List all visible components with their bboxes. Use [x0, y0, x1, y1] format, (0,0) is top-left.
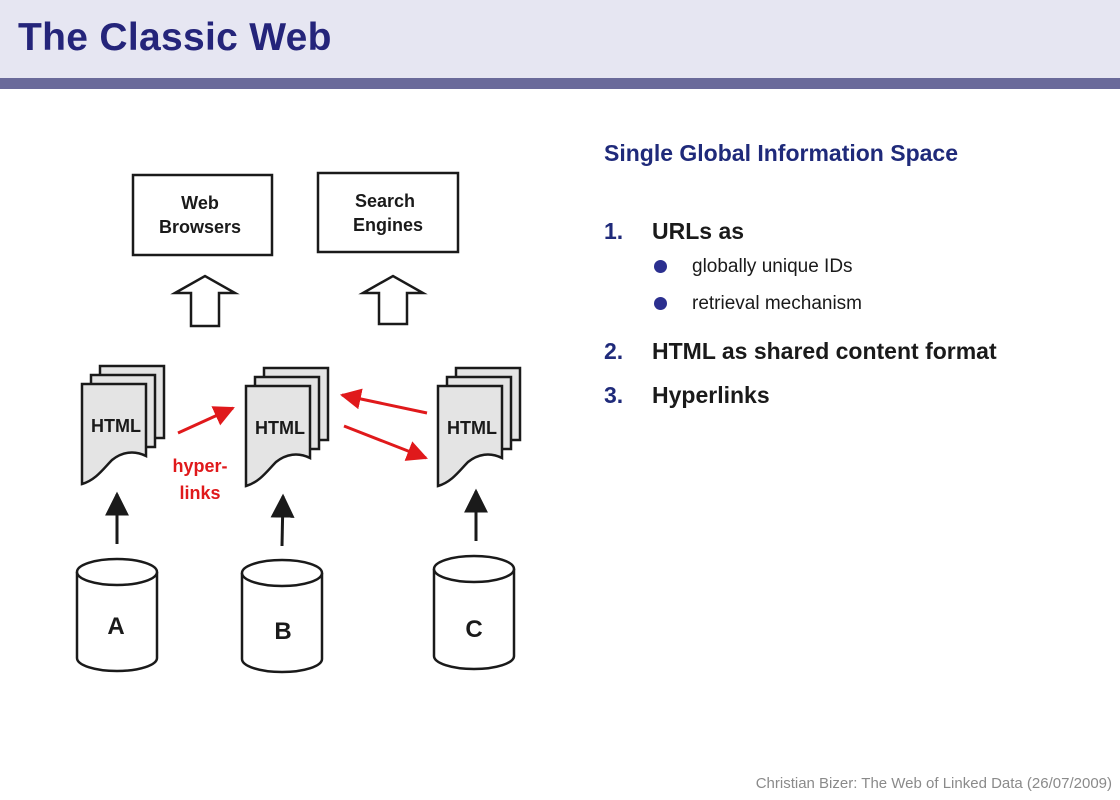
bullet-icon: [654, 297, 667, 310]
html-document-stack: HTML: [436, 366, 522, 488]
database-c: C: [432, 554, 516, 671]
list-number: 3.: [604, 382, 624, 408]
publish-arrow: [270, 493, 295, 547]
web-browsers-label-line2: Browsers: [159, 217, 241, 237]
bullet-icon: [654, 260, 667, 273]
slide-title: The Classic Web: [18, 16, 332, 59]
list-item: 2. HTML as shared content format: [604, 338, 997, 365]
html-label: HTML: [255, 418, 305, 438]
web-browsers-box: Web Browsers: [131, 173, 274, 257]
classic-web-diagram: Web Browsers Search Engines HTML HTML HT…: [75, 171, 522, 674]
hyperlink-arrow: [339, 388, 428, 415]
search-engines-label-line2: Engines: [353, 215, 423, 235]
web-browsers-label-line1: Web: [181, 193, 219, 213]
database-a-label: A: [107, 613, 124, 640]
footer-credit: Christian Bizer: The Web of Linked Data …: [755, 775, 1112, 792]
sub-item: globally unique IDs: [692, 256, 853, 277]
database-b-label: B: [274, 618, 291, 645]
database-b: B: [240, 558, 324, 674]
database-c-label: C: [465, 616, 482, 643]
hyperlink-arrow: [177, 406, 235, 435]
hyperlink-arrow: [343, 424, 428, 461]
html-label: HTML: [91, 416, 141, 436]
up-arrow-icon: [358, 274, 428, 326]
hyperlinks-label-line1: hyper-: [172, 456, 227, 476]
html-document-stack: HTML: [80, 364, 166, 486]
list-text: HTML as shared content format: [652, 338, 997, 364]
list-item: 1. URLs as: [604, 218, 744, 245]
list-text: Hyperlinks: [652, 382, 770, 408]
html-label: HTML: [447, 418, 497, 438]
header-divider: [0, 78, 1120, 89]
list-item: 3. Hyperlinks: [604, 382, 770, 409]
up-arrow-icon: [170, 274, 240, 328]
database-a: A: [75, 557, 159, 673]
html-document-stack: HTML: [244, 366, 330, 488]
search-engines-label-line1: Search: [355, 191, 415, 211]
list-number: 1.: [604, 218, 624, 244]
hyperlinks-label-line2: links: [179, 483, 220, 503]
slide-header: The Classic Web: [0, 0, 1120, 78]
content-panel: Single Global Information Space 1. URLs a…: [604, 140, 1104, 408]
sub-item: retrieval mechanism: [692, 293, 862, 314]
section-heading: Single Global Information Space: [604, 140, 958, 166]
list-number: 2.: [604, 338, 624, 364]
list-text: URLs as: [652, 218, 745, 244]
search-engines-box: Search Engines: [316, 171, 460, 254]
